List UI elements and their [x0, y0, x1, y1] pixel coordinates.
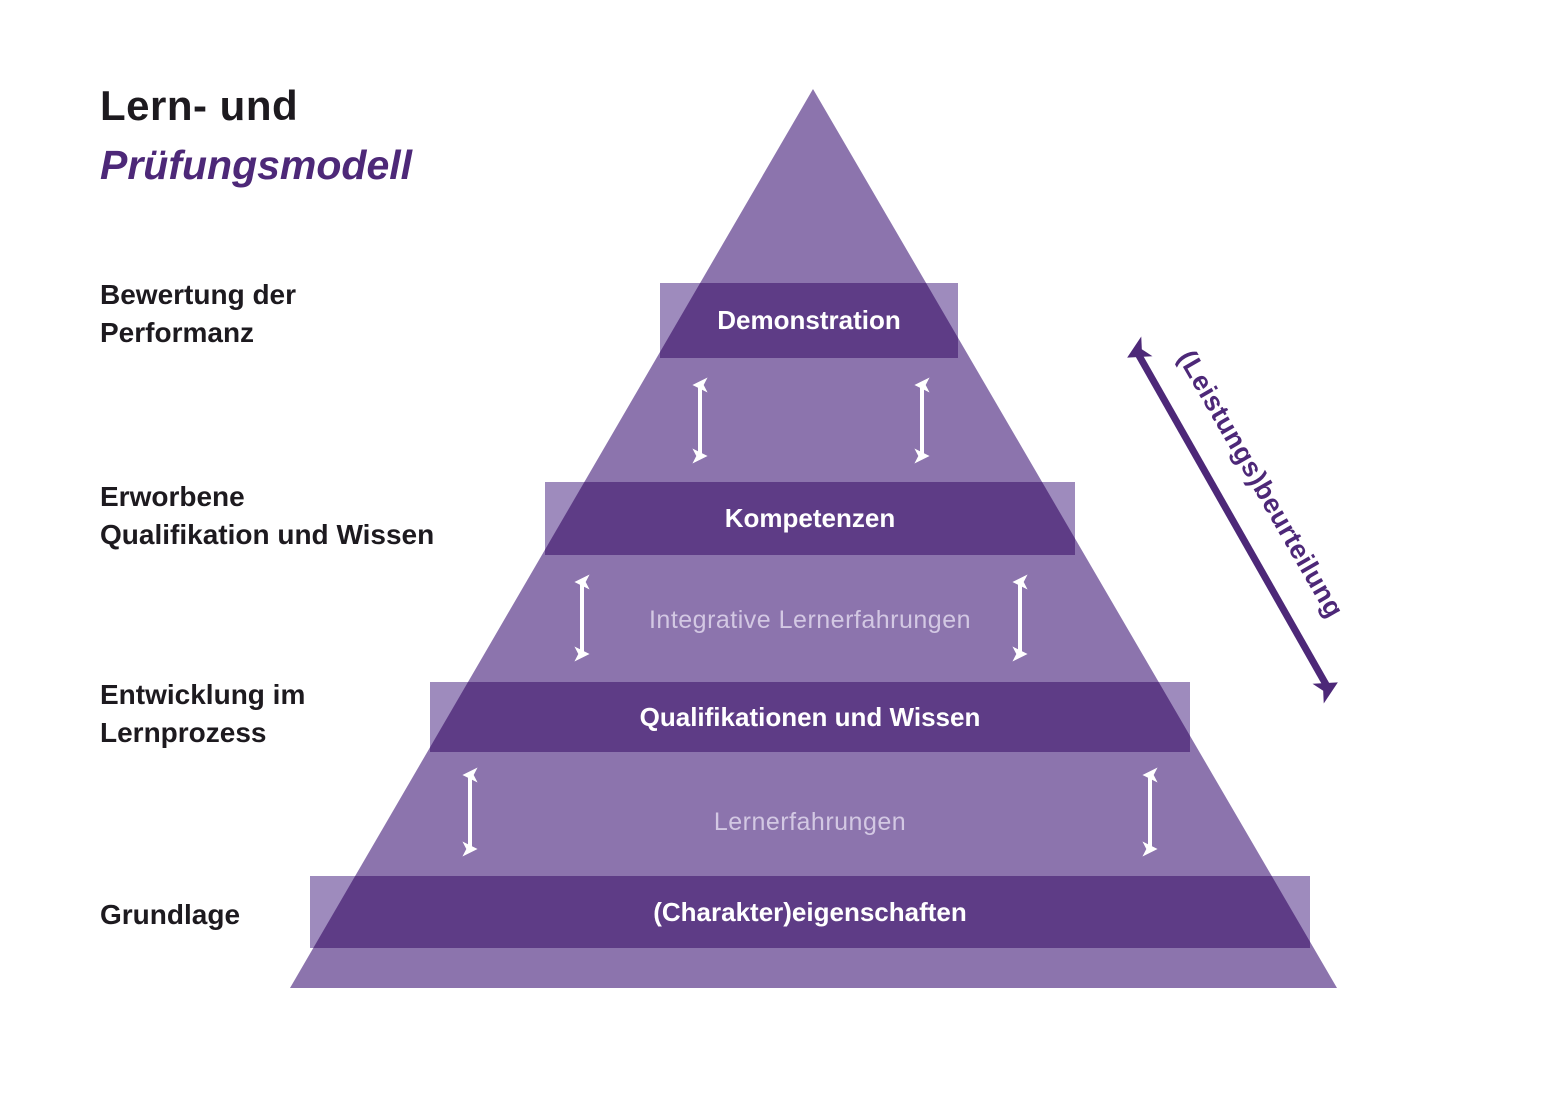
page-title-line2: Prüfungsmodell: [100, 142, 413, 188]
double-arrows: [462, 377, 1158, 857]
band-label-qualifikationen: Qualifikationen und Wissen: [639, 702, 981, 732]
band-kompetenzen: [545, 482, 1075, 555]
band-charakter: [310, 876, 1310, 948]
page-title-line1: Lern- und: [100, 82, 299, 129]
page-title: Lern- und Prüfungsmodell: [100, 82, 412, 189]
band-demonstration: [660, 283, 958, 358]
side-label-performance: Bewertung der Performanz: [100, 279, 297, 348]
side-label-foundation: Grundlage: [100, 899, 241, 930]
band-qualifikationen: [430, 682, 1190, 752]
side-label-qualification: Erworbene Qualifikation und Wissen: [100, 481, 435, 550]
between-label-integrative-lernerfahrungen: Integrative Lernerfahrungen: [648, 606, 972, 634]
band-label-kompetenzen: Kompetenzen: [724, 503, 896, 533]
band-label-charakter: (Charakter)eigenschaften: [653, 897, 967, 927]
side-label-development: Entwicklung im Lernprozess: [100, 679, 306, 748]
assessment-arrow-icon: [1127, 336, 1338, 704]
between-label-lernerfahrungen: Lernerfahrungen: [713, 808, 907, 836]
band-label-demonstration: Demonstration: [717, 305, 901, 335]
